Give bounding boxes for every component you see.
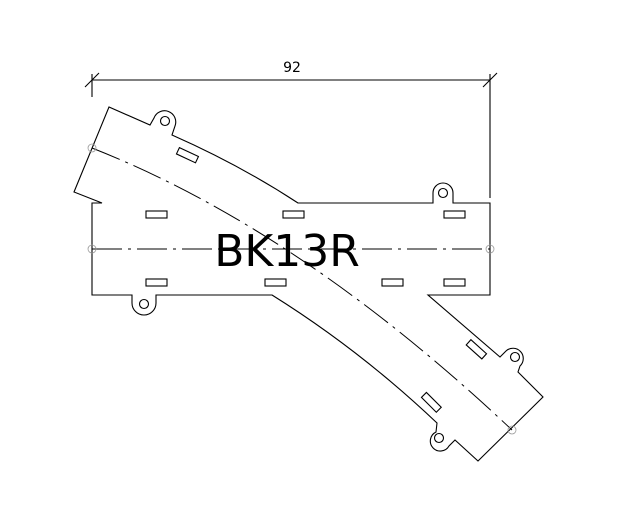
connection-points (87, 143, 517, 435)
track-outline (73, 106, 544, 462)
dimension-line: 92 (84, 60, 498, 198)
centerlines (91, 147, 513, 431)
mounting-holes (138, 115, 521, 444)
part-label: BK13R (214, 226, 360, 277)
dimension-value: 92 (283, 60, 301, 76)
sleeper-slots (145, 146, 488, 414)
